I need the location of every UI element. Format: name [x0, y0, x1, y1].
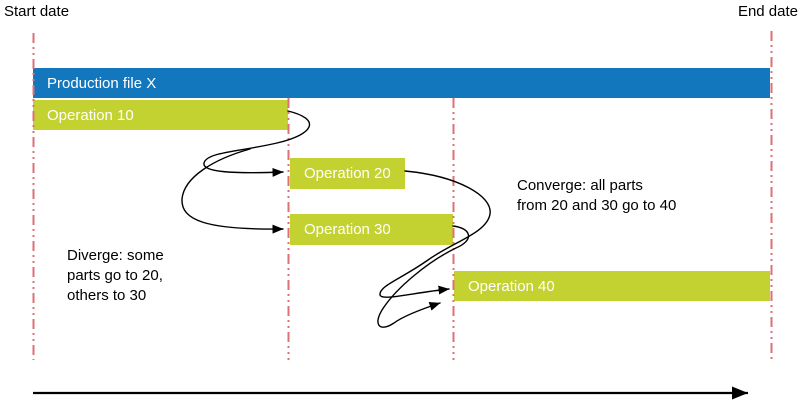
converge-annotation-line-2: from 20 and 30 go to 40: [517, 197, 677, 214]
operation-40-bar-label: Operation 40: [468, 277, 555, 295]
converge-annotation-line-1: Converge: all parts: [517, 177, 643, 194]
converge-annotation: Converge: all parts from 20 and 30 go to…: [517, 176, 676, 216]
operation-40-bar: Operation 40: [454, 271, 770, 301]
production-file-bar: Production file X: [33, 68, 770, 98]
start-date-label: Start date: [4, 3, 70, 20]
diverge-arrow-to-op30-icon: [181, 148, 284, 234]
operation-30-bar-label: Operation 30: [304, 221, 391, 238]
operation-20-bar-label: Operation 20: [304, 165, 391, 182]
operation-20-bar: Operation 20: [290, 158, 405, 189]
operation-10-bar: Operation 10: [33, 100, 288, 130]
diverge-annotation-line-3: others to 30: [67, 287, 147, 304]
diverge-annotation-line-1: Diverge: some: [67, 247, 164, 264]
diverge-annotation-line-2: parts go to 20,: [67, 267, 163, 284]
operation-10-bar-label: Operation 10: [47, 106, 134, 124]
production-file-bar-label: Production file X: [47, 74, 157, 92]
operation-30-bar: Operation 30: [290, 214, 453, 245]
end-date-label: End date: [737, 3, 798, 20]
diverge-annotation: Diverge: some parts go to 20, others to …: [67, 246, 164, 306]
